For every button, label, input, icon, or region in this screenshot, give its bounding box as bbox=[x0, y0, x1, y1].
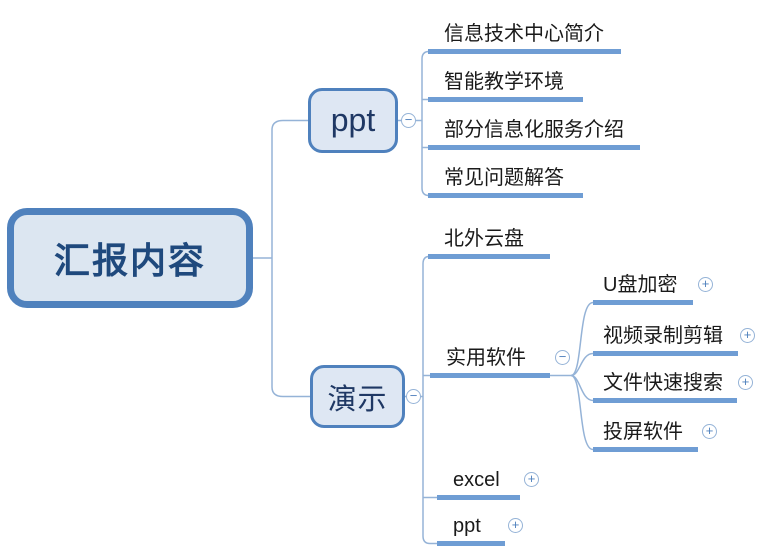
connector bbox=[422, 255, 437, 545]
connector bbox=[421, 50, 430, 197]
connector bbox=[570, 301, 594, 377]
subtopic-usb-encryption[interactable]: U盘加密 bbox=[593, 272, 693, 305]
main-topic-demo[interactable]: 演示 bbox=[310, 365, 405, 428]
collapse-icon[interactable]: − bbox=[406, 389, 421, 404]
central-topic[interactable]: 汇报内容 bbox=[7, 208, 253, 308]
subtopic-faq[interactable]: 常见问题解答 bbox=[428, 165, 583, 198]
subtopic-ppt[interactable]: ppt bbox=[437, 513, 505, 546]
connector bbox=[570, 352, 594, 377]
subtopic-info-services-intro[interactable]: 部分信息化服务介绍 bbox=[428, 117, 640, 150]
subtopic-excel[interactable]: excel bbox=[437, 467, 520, 500]
expand-icon[interactable]: + bbox=[702, 424, 717, 439]
expand-icon[interactable]: + bbox=[698, 277, 713, 292]
main-topic-ppt[interactable]: ppt bbox=[308, 88, 398, 153]
subtopic-video-record-edit[interactable]: 视频录制剪辑 bbox=[593, 323, 738, 356]
main-topic-demo-label: 演示 bbox=[327, 383, 388, 416]
connector bbox=[271, 119, 310, 398]
connector bbox=[570, 374, 594, 451]
main-topic-ppt-label: ppt bbox=[330, 102, 376, 138]
expand-icon[interactable]: + bbox=[740, 328, 755, 343]
expand-icon[interactable]: + bbox=[524, 472, 539, 487]
collapse-icon[interactable]: − bbox=[401, 113, 416, 128]
expand-icon[interactable]: + bbox=[508, 518, 523, 533]
central-topic-label: 汇报内容 bbox=[53, 240, 206, 281]
collapse-icon[interactable]: − bbox=[555, 350, 570, 365]
subtopic-utility-software[interactable]: 实用软件 bbox=[430, 345, 550, 378]
subtopic-screen-mirroring[interactable]: 投屏软件 bbox=[593, 419, 698, 452]
subtopic-cloud-disk[interactable]: 北外云盘 bbox=[428, 226, 550, 259]
subtopic-fast-file-search[interactable]: 文件快速搜索 bbox=[593, 370, 737, 403]
expand-icon[interactable]: + bbox=[738, 375, 753, 390]
subtopic-info-center-intro[interactable]: 信息技术中心简介 bbox=[428, 21, 621, 54]
subtopic-smart-teaching-env[interactable]: 智能教学环境 bbox=[428, 69, 583, 102]
